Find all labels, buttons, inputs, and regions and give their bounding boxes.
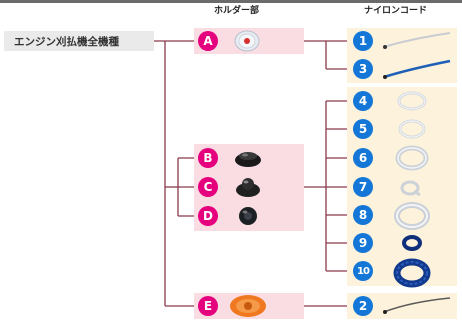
- black-round-head-image: [239, 207, 257, 225]
- coil-blue-large-image: [393, 258, 431, 288]
- holder-badge-e: E: [198, 296, 218, 316]
- cord-badge-8: 8: [353, 205, 373, 225]
- coil-white-medium-image: [395, 145, 429, 171]
- cord-badge-7: 7: [353, 177, 373, 197]
- top-rule: [0, 0, 462, 3]
- holder-badge-c: C: [198, 177, 218, 197]
- coil-blue-small-image: [402, 235, 422, 251]
- cut-cord-white-image: [383, 32, 451, 49]
- holder-badge-b: B: [198, 148, 218, 168]
- coil-white-twisted-image: [400, 180, 421, 197]
- root-label: エンジン刈払機全機種: [4, 31, 154, 51]
- cord-badge-4: 4: [353, 91, 373, 111]
- holder-column-header: ホルダー部: [214, 6, 260, 16]
- coil-white-large-image: [394, 202, 430, 230]
- holder-badge-a: A: [198, 31, 218, 51]
- cord-badge-3: 3: [353, 59, 373, 79]
- holder-badge-d: D: [198, 206, 218, 226]
- cord-badge-1: 1: [353, 31, 373, 51]
- coil-white-thin-image-4: [397, 91, 427, 111]
- black-dome-head-image: [235, 152, 261, 167]
- spool-cap-image: [234, 30, 260, 52]
- black-knob-head-image: [236, 178, 260, 197]
- cord-badge-5: 5: [353, 119, 373, 139]
- cut-cord-dark-image: [383, 297, 451, 314]
- cord-badge-9: 9: [353, 233, 373, 253]
- cut-cord-blue-image: [383, 59, 451, 79]
- cord-badge-2: 2: [353, 296, 373, 316]
- orange-flange-head-image: [230, 295, 266, 317]
- cord-badge-6: 6: [353, 148, 373, 168]
- cord-badge-10: 10: [353, 261, 373, 281]
- nylon-column-header: ナイロンコード: [364, 6, 428, 16]
- coil-white-thin-image-5: [398, 119, 426, 139]
